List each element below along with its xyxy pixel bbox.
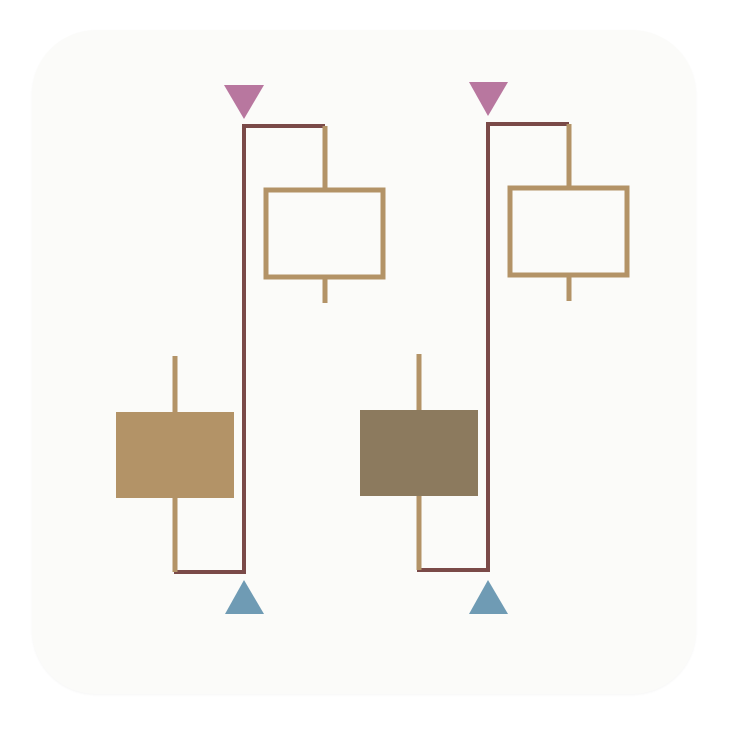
right-down-arrow-marker xyxy=(469,82,508,116)
right-connector-line xyxy=(417,122,569,572)
left-up-arrow-marker xyxy=(225,580,264,614)
right-pattern xyxy=(360,82,630,614)
left-bearish-candle-body xyxy=(116,412,234,498)
icon-card-background xyxy=(32,30,696,694)
left-pattern xyxy=(116,85,386,614)
right-bullish-candle-body xyxy=(507,185,630,278)
left-connector-line xyxy=(174,124,325,574)
right-up-arrow-marker xyxy=(469,580,508,614)
left-down-arrow-marker xyxy=(224,85,264,119)
left-bullish-candle-body xyxy=(263,187,386,280)
right-bearish-candle-body xyxy=(360,410,478,496)
